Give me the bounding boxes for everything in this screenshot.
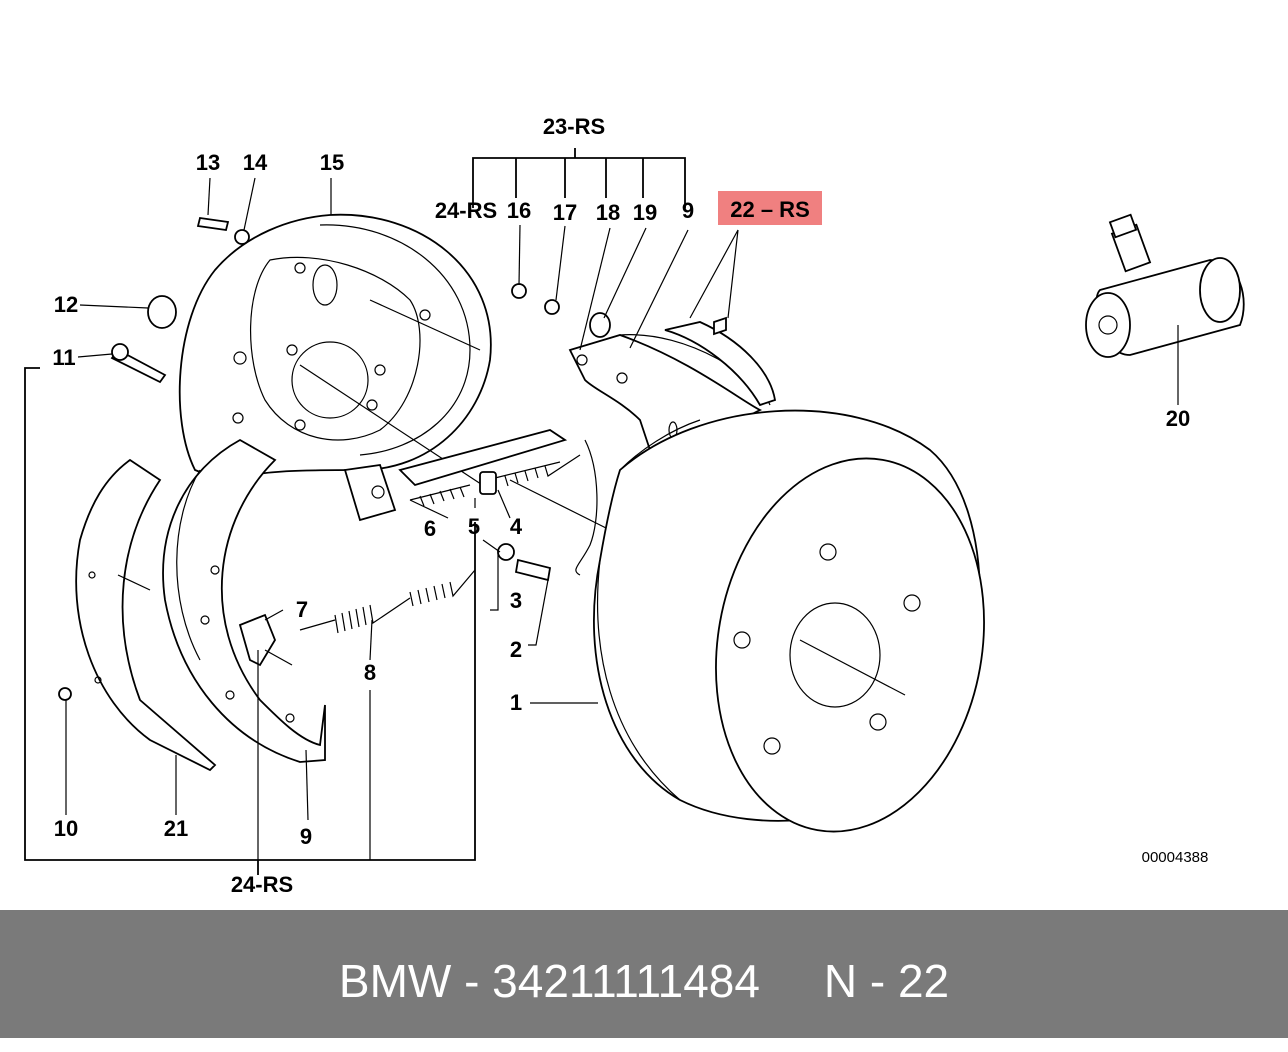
label-4: 4 <box>510 514 523 539</box>
label-22-rs: 22 – RS <box>730 197 810 222</box>
label-10: 10 <box>54 816 78 841</box>
label-8: 8 <box>364 660 376 685</box>
label-16: 16 <box>507 198 531 223</box>
brake-exploded-diagram: 23-RS 24-RS 16 17 18 19 9 22 – RS 13 14 … <box>24 114 1245 897</box>
hardware-parts <box>58 216 727 701</box>
label-23-rs: 23-RS <box>543 114 605 139</box>
label-14: 14 <box>243 150 268 175</box>
label-19: 19 <box>633 200 657 225</box>
label-12: 12 <box>54 292 78 317</box>
label-13: 13 <box>196 150 220 175</box>
label-3: 3 <box>510 588 522 613</box>
return-spring <box>299 569 476 634</box>
label-2: 2 <box>510 637 522 662</box>
brake-shoe-lining <box>75 458 217 772</box>
label-15: 15 <box>320 150 344 175</box>
brake-drum <box>575 409 985 833</box>
label-18: 18 <box>596 200 620 225</box>
label-9-top: 9 <box>682 198 694 223</box>
label-20: 20 <box>1166 406 1190 431</box>
footer-bar: BMW - 34211111484 N - 22 <box>0 910 1288 1038</box>
part-labels: 23-RS 24-RS 16 17 18 19 9 22 – RS 13 14 … <box>52 114 1208 897</box>
leader-lines <box>24 148 1179 875</box>
drawing-number: 00004388 <box>1142 849 1209 866</box>
label-11: 11 <box>52 345 75 370</box>
adjuster-assembly <box>343 429 611 531</box>
label-21: 21 <box>164 816 188 841</box>
label-6: 6 <box>424 516 436 541</box>
retaining-clip <box>238 613 293 667</box>
part-number-caption: BMW - 34211111484 N - 22 <box>338 955 950 1007</box>
backing-plate <box>178 213 492 491</box>
label-7: 7 <box>296 597 308 622</box>
brake-shoe-left <box>162 438 326 763</box>
label-9-bottom: 9 <box>300 824 312 849</box>
label-24-rs-top: 24-RS <box>435 198 497 223</box>
label-17: 17 <box>553 200 577 225</box>
label-5: 5 <box>468 514 480 539</box>
highlight-box <box>718 191 822 225</box>
label-24-rs-bottom: 24-RS <box>231 872 293 897</box>
label-1: 1 <box>510 690 522 715</box>
wheel-cylinder <box>1085 213 1245 358</box>
